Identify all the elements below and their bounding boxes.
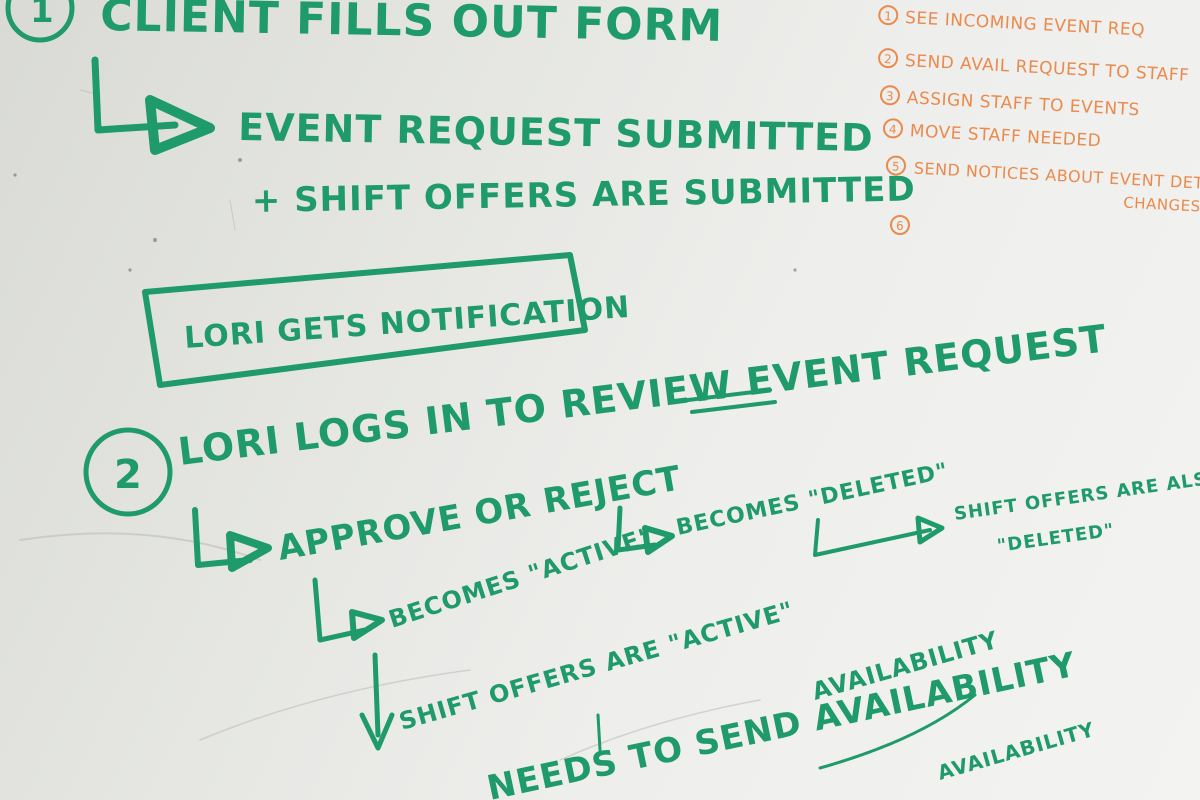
orange-item-2-text: SEND AVAIL REQUEST TO STAFF <box>904 51 1189 86</box>
availability-curve <box>818 693 977 770</box>
orange-item-3-text: ASSIGN STAFF TO EVENTS <box>906 88 1140 120</box>
svg-text:5: 5 <box>892 159 901 173</box>
svg-text:6: 6 <box>896 219 904 233</box>
orange-item-5-text: SEND NOTICES ABOUT EVENT DETAIL <box>913 159 1200 194</box>
step-two-circle <box>83 427 173 517</box>
event-underline <box>686 388 777 414</box>
orange-item-2: 2 SEND AVAIL REQUEST TO STAFF <box>878 48 1190 86</box>
orange-item-1: 1 SEE INCOMING EVENT REQ <box>878 5 1146 41</box>
svg-text:1: 1 <box>884 9 893 23</box>
arrow-to-deleted <box>615 505 658 553</box>
svg-text:2: 2 <box>884 52 893 66</box>
arrow-to-submitted <box>91 56 179 134</box>
arrow-to-shift-active <box>372 652 381 738</box>
orange-item-4-text: MOVE STAFF NEEDED <box>909 121 1101 151</box>
orange-item-5: 5 SEND NOTICES ABOUT EVENT DETAIL CHANGE… <box>885 155 1200 216</box>
shift-offers-also: SHIFT OFFERS ARE ALSO <box>953 466 1200 525</box>
notification-box: LORI GETS NOTIFICATION <box>142 252 631 388</box>
orange-item-5-continued: CHANGES <box>1123 194 1200 216</box>
orange-item-1-text: SEE INCOMING EVENT REQ <box>905 8 1146 41</box>
svg-text:4: 4 <box>889 122 898 136</box>
arrow-to-active <box>312 577 368 643</box>
event-request-submitted: EVENT REQUEST SUBMITTED <box>238 105 874 160</box>
availability-label-bottom: AVAILABILITY <box>935 717 1098 785</box>
step-two-section: 2 LORI LOGS IN TO REVIEW EVENT REQUEST A… <box>83 316 1200 800</box>
tick-mark <box>596 713 602 752</box>
shift-offers-submitted: + SHIFT OFFERS ARE SUBMITTED <box>251 169 916 221</box>
orange-item-6: 6 <box>890 215 910 235</box>
step-two-number: 2 <box>114 452 143 498</box>
step-one-circle <box>5 0 75 43</box>
step-one-title: CLIENT FILLS OUT FORM <box>100 0 724 52</box>
notification-text: LORI GETS NOTIFICATION <box>183 290 631 356</box>
arrow-to-shift-also <box>813 518 932 557</box>
step-one-section: 1 CLIENT FILLS OUT FORM EVENT REQUEST SU… <box>5 0 916 221</box>
orange-item-3: 3 ASSIGN STAFF TO EVENTS <box>879 85 1140 120</box>
becomes-deleted: BECOMES "DELETED" <box>674 459 951 541</box>
orange-item-4: 4 MOVE STAFF NEEDED <box>882 118 1102 151</box>
svg-text:3: 3 <box>886 89 895 103</box>
step-one-number: 1 <box>30 0 55 31</box>
shift-offers-also-deleted: "DELETED" <box>996 520 1116 557</box>
orange-task-list: 1 SEE INCOMING EVENT REQ 2 SEND AVAIL RE… <box>878 5 1200 235</box>
